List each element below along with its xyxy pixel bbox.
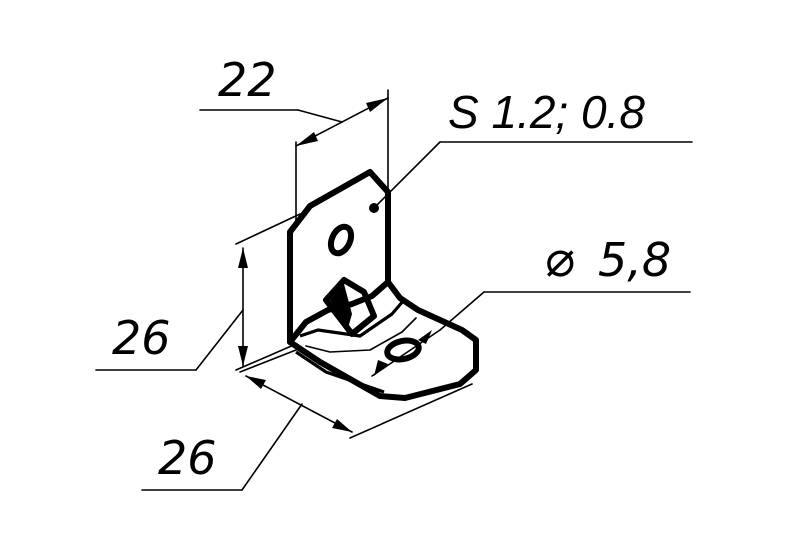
dimension-26-depth: 26 bbox=[141, 349, 473, 491]
hole-diameter-label: 5,8 bbox=[598, 233, 671, 287]
bend-line-inner bbox=[305, 317, 417, 353]
angle-bracket-part bbox=[287, 169, 479, 401]
thickness-callout: S 1.2; 0.8 bbox=[373, 86, 693, 209]
vertical-leg-outline bbox=[287, 169, 391, 345]
diameter-symbol: ⌀ bbox=[544, 230, 574, 288]
dimension-26-height: 26 bbox=[95, 213, 301, 371]
thickness-callout-label: S 1.2; 0.8 bbox=[448, 86, 645, 138]
dimension-26-depth-label: 26 bbox=[158, 431, 217, 485]
dimension-22: 22 bbox=[199, 53, 389, 221]
stiffening-rib bbox=[323, 277, 377, 337]
bend-line-outer bbox=[299, 298, 406, 338]
thickness-edge bbox=[295, 350, 385, 394]
horizontal-leg-outline bbox=[287, 279, 479, 401]
dimension-26-height-label: 26 bbox=[112, 311, 171, 365]
stiffening-rib-face bbox=[330, 284, 352, 328]
dimension-22-label: 22 bbox=[218, 53, 277, 107]
horizontal-leg-hole bbox=[384, 337, 422, 363]
vertical-leg-hole bbox=[327, 223, 355, 257]
hole-diameter-callout: ⌀ 5,8 bbox=[371, 230, 691, 377]
